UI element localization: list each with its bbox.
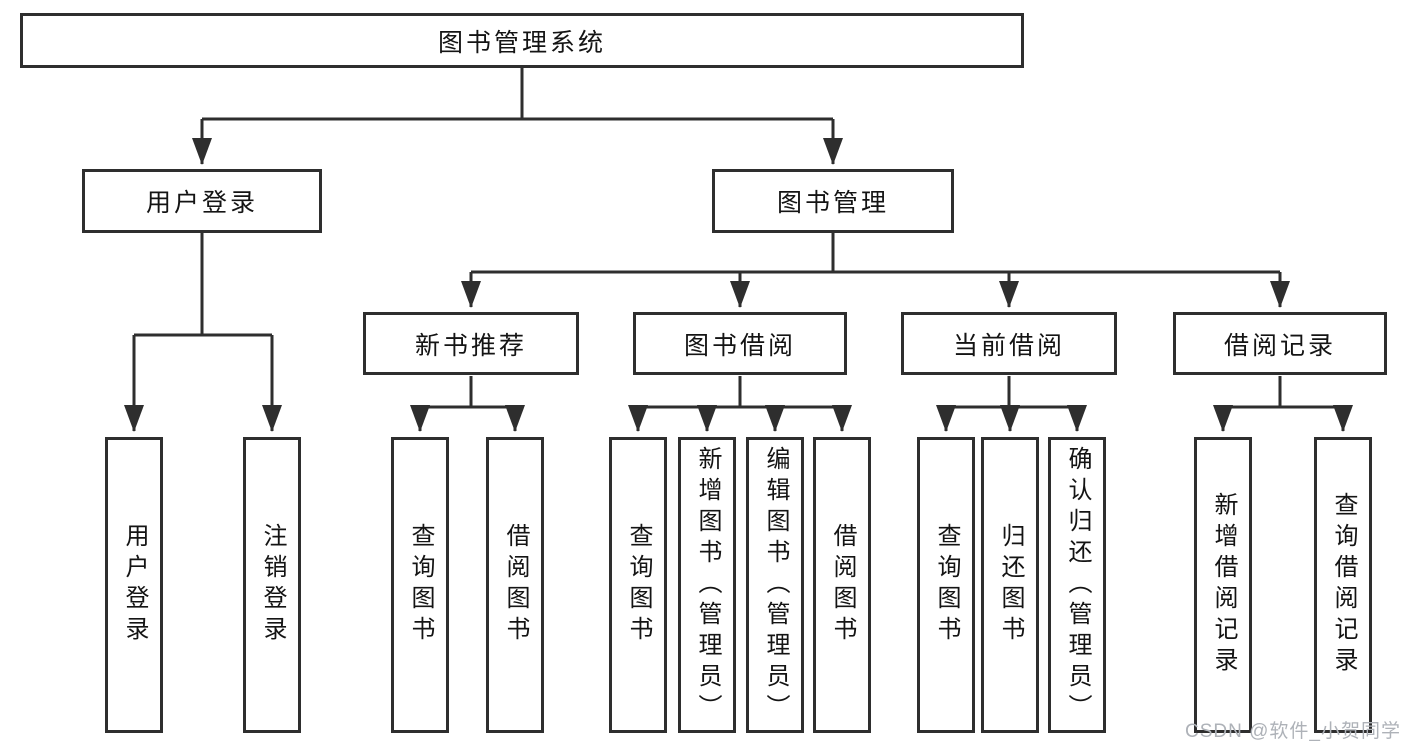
leaf-borrow-records-0: 新增借阅记录 <box>1194 437 1252 733</box>
leaf-book-borrow-0: 查询图书 <box>609 437 667 733</box>
node-user-login: 用户登录 <box>82 169 322 233</box>
node-book-mgmt: 图书管理 <box>712 169 954 233</box>
node-book-borrow: 图书借阅 <box>633 312 847 375</box>
leaf-current-borrow-0: 查询图书 <box>917 437 975 733</box>
node-borrow-records: 借阅记录 <box>1173 312 1387 375</box>
leaf-user-login-1: 注销登录 <box>243 437 301 733</box>
leaf-current-borrow-2: 确认归还（管理员） <box>1048 437 1106 733</box>
leaf-book-borrow-3: 借阅图书 <box>813 437 871 733</box>
spine-lines <box>134 68 1343 409</box>
leaf-book-borrow-1: 新增图书（管理员） <box>678 437 736 733</box>
leaf-new-books-1: 借阅图书 <box>486 437 544 733</box>
leaf-new-books-0: 查询图书 <box>391 437 449 733</box>
leaf-borrow-records-1: 查询借阅记录 <box>1314 437 1372 733</box>
node-root: 图书管理系统 <box>20 13 1024 68</box>
node-current-borrow: 当前借阅 <box>901 312 1117 375</box>
leaf-book-borrow-2: 编辑图书（管理员） <box>746 437 804 733</box>
leaf-current-borrow-1: 归还图书 <box>981 437 1039 733</box>
node-new-books: 新书推荐 <box>363 312 579 375</box>
watermark: CSDN @软件_小贺同学 <box>1185 721 1401 742</box>
leaf-user-login-0: 用户登录 <box>105 437 163 733</box>
